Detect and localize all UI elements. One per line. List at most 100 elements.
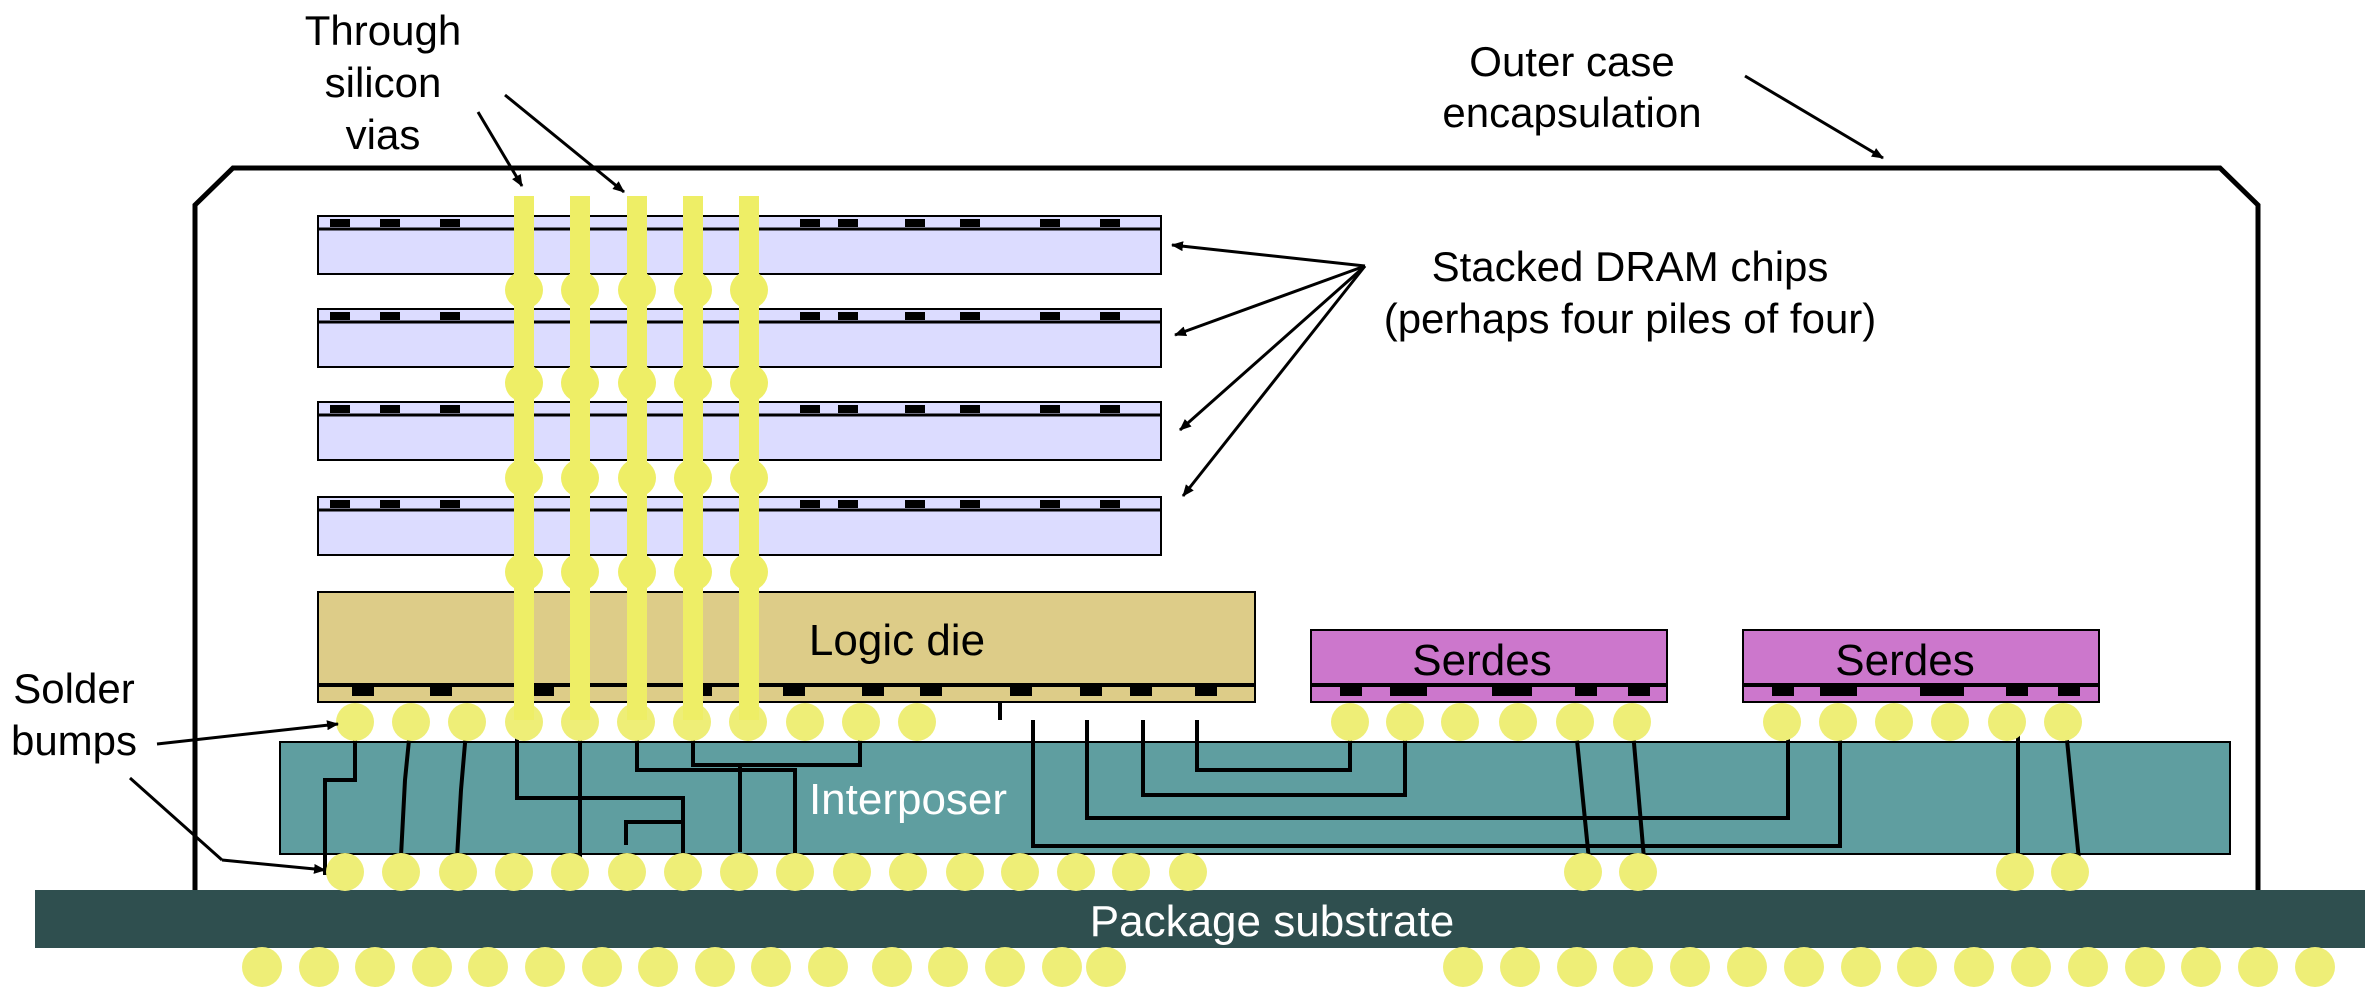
tsv-bump — [730, 364, 768, 402]
serdes-1-pads — [1340, 686, 1650, 696]
chip-bump — [2044, 703, 2082, 741]
annotation-arrows — [129, 74, 1884, 874]
dram-pad — [440, 405, 460, 413]
interposer-bump — [1169, 853, 1207, 891]
package-substrate-label: Package substrate — [1090, 897, 1454, 946]
dram-pad — [440, 312, 460, 320]
package-ball — [1670, 947, 1710, 987]
die-pad — [1080, 686, 1102, 696]
tsv-label-line1: Through — [305, 7, 461, 54]
chip-bump — [1556, 703, 1594, 741]
tsv-bump — [505, 271, 543, 309]
package-ball — [1954, 947, 1994, 987]
dram-pad — [1100, 500, 1120, 508]
die-pad — [2058, 686, 2080, 696]
interposer-bump — [2051, 853, 2089, 891]
chip-solder-bumps — [336, 703, 2082, 741]
chip-bump — [448, 703, 486, 741]
tsv-bump — [674, 271, 712, 309]
die-pad — [1628, 686, 1650, 696]
tsv-bump — [674, 364, 712, 402]
die-pad — [920, 686, 942, 696]
interposer-bump — [439, 853, 477, 891]
case-label-line1: Outer case — [1469, 38, 1674, 85]
interposer-bump — [776, 853, 814, 891]
interposer-bump — [326, 853, 364, 891]
package-ball — [412, 947, 452, 987]
interposer-bump — [1057, 853, 1095, 891]
tsv-bump — [561, 553, 599, 591]
interposer-bumps — [326, 853, 2089, 891]
through-silicon-vias — [505, 196, 768, 720]
dram-pad — [960, 500, 980, 508]
package-ball — [2238, 947, 2278, 987]
solder-label-line1: Solder — [13, 665, 134, 712]
interposer-bump — [833, 853, 871, 891]
package-ball — [2011, 947, 2051, 987]
dram-pad — [800, 405, 820, 413]
interposer-wiring — [323, 680, 2082, 876]
package-ball — [1727, 947, 1767, 987]
package-ball — [928, 947, 968, 987]
die-pad — [1390, 686, 1412, 696]
tsv-bump — [561, 271, 599, 309]
chip-bump — [1988, 703, 2026, 741]
die-pad — [2006, 686, 2028, 696]
chip-bump — [1386, 703, 1424, 741]
tsv-bump — [505, 553, 543, 591]
case-label-line2: encapsulation — [1442, 89, 1701, 136]
package-ball — [2181, 947, 2221, 987]
die-pad — [783, 686, 805, 696]
die-pad — [1772, 686, 1794, 696]
dram-pad — [1040, 500, 1060, 508]
package-ball — [751, 947, 791, 987]
dram-pad — [905, 312, 925, 320]
dram-pad — [440, 219, 460, 227]
interposer-label: Interposer — [809, 775, 1007, 824]
package-ball — [1557, 947, 1597, 987]
dram-pad — [1100, 312, 1120, 320]
package-ball — [1897, 947, 1937, 987]
dram-pad — [330, 405, 350, 413]
chip-bump — [1441, 703, 1479, 741]
chip-bump — [898, 703, 936, 741]
dram-pad — [380, 312, 400, 320]
die-pad — [1920, 686, 1942, 696]
package-ball — [582, 947, 622, 987]
tsv-bump — [618, 364, 656, 402]
interposer-bump — [1112, 853, 1150, 891]
dram-label-line1: Stacked DRAM chips — [1432, 243, 1829, 290]
package-ball — [242, 947, 282, 987]
tsv-label-line3: vias — [346, 111, 421, 158]
die-pad — [1340, 686, 1362, 696]
dram-pad — [960, 312, 980, 320]
tsv-label-line2: silicon — [325, 59, 442, 106]
tsv-bump — [618, 271, 656, 309]
package-substrate — [35, 890, 2365, 948]
chip-bump — [336, 703, 374, 741]
serdes-1-label: Serdes — [1412, 636, 1551, 685]
package-ball — [1784, 947, 1824, 987]
dram-pad — [380, 500, 400, 508]
die-pad — [430, 686, 452, 696]
die-pad — [1492, 686, 1514, 696]
die-pad — [1010, 686, 1032, 696]
dram-pad — [960, 219, 980, 227]
interposer-bump — [495, 853, 533, 891]
dram-pad — [330, 312, 350, 320]
package-ball — [2068, 947, 2108, 987]
tsv-bump — [730, 459, 768, 497]
interposer-bump — [1564, 853, 1602, 891]
interposer-bump — [889, 853, 927, 891]
package-ball — [299, 947, 339, 987]
tsv-bump — [618, 459, 656, 497]
package-ball — [1500, 947, 1540, 987]
package-ball — [638, 947, 678, 987]
dram-pad — [1100, 219, 1120, 227]
package-ball — [872, 947, 912, 987]
interposer-bump — [382, 853, 420, 891]
interposer-bump — [720, 853, 758, 891]
package-ball — [1042, 947, 1082, 987]
dram-pad — [838, 219, 858, 227]
